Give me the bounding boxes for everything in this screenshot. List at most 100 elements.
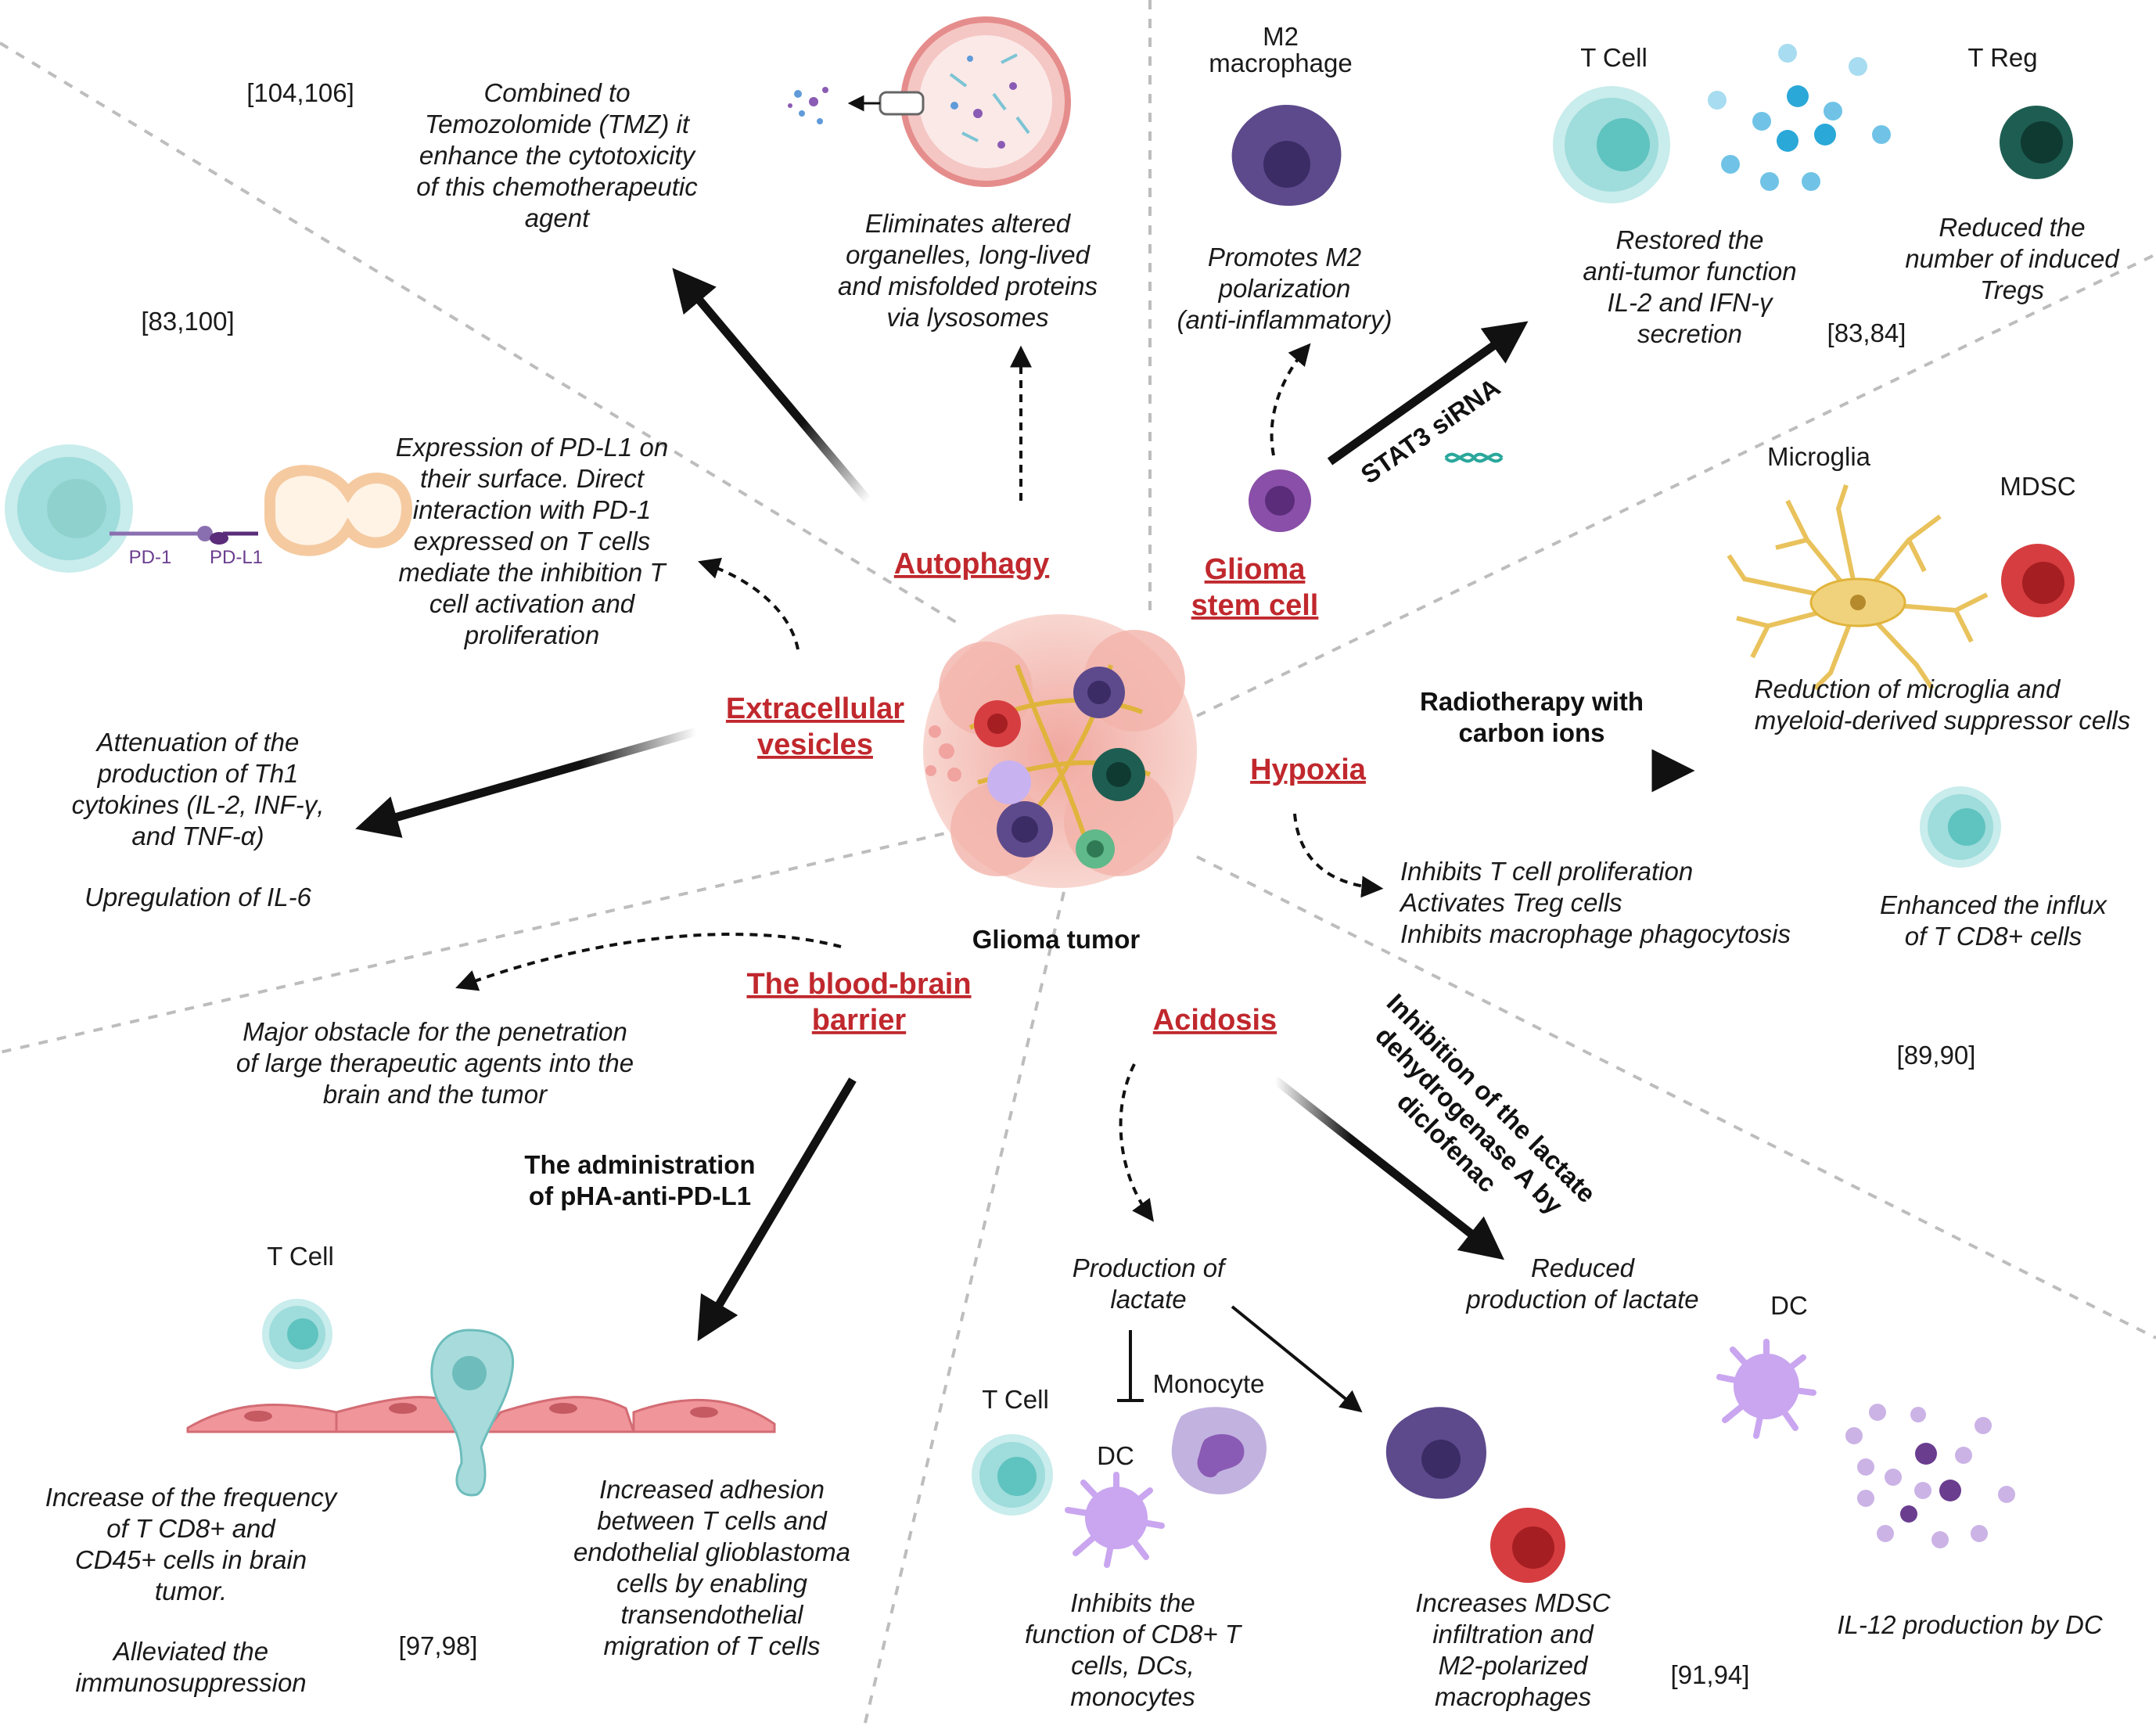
obstacle-text: Major obstacle for the penetration of la… — [236, 1017, 634, 1109]
pha-label-line2: of pHA-anti-PD-L1 — [529, 1181, 751, 1210]
radiotherapy-label-line2: carbon ions — [1458, 718, 1604, 747]
svg-text:Major obstacle for the penetra: Major obstacle for the penetration — [243, 1017, 627, 1046]
svg-text:Production of: Production of — [1073, 1253, 1227, 1282]
hypoxia-inhibits-arrow — [1293, 813, 1384, 898]
svg-text:Inhibits T cell proliferation: Inhibits T cell proliferation — [1400, 857, 1693, 886]
influx-text: Enhanced the influx of T CD8+ cells — [1880, 890, 2107, 951]
stem-tcell-icon — [1553, 86, 1670, 203]
svg-text:Alleviated the: Alleviated the — [112, 1637, 268, 1666]
svg-text:Activates Treg cells: Activates Treg cells — [1399, 888, 1622, 917]
ldh-label: Inhibition of the lactate dehydrogenase … — [1370, 988, 1601, 1220]
acidosis-dc-icon — [1065, 1472, 1165, 1568]
dc2-label: DC — [1770, 1291, 1808, 1320]
hub-acidosis: Acidosis — [1153, 1004, 1277, 1037]
stem-to-m2-arrow — [1270, 343, 1311, 456]
svg-text:CD45+ cells in brain: CD45+ cells in brain — [75, 1545, 307, 1574]
stem-tcell-text: Restored the anti-tumor function IL-2 an… — [1583, 225, 1796, 348]
svg-text:dehydrogenase A by: dehydrogenase A by — [1370, 1021, 1568, 1220]
m2-text: Promotes M2 polarization (anti-inflammat… — [1177, 243, 1392, 334]
glioma-stem-cell-icon — [1249, 469, 1311, 532]
hub-extracellular-vesicles-line2: vesicles — [757, 728, 873, 761]
svg-text:brain and the tumor: brain and the tumor — [323, 1080, 548, 1109]
svg-text:immunosuppression: immunosuppression — [75, 1668, 306, 1697]
svg-text:Reduced: Reduced — [1531, 1253, 1636, 1282]
svg-text:Inhibits the: Inhibits the — [1070, 1588, 1195, 1617]
acidosis-tcell-icon — [972, 1434, 1053, 1516]
il12-dots — [1845, 1404, 2015, 1548]
hypoxia-inhibits-text: Inhibits T cell proliferation Activates … — [1399, 857, 1791, 948]
svg-text:IL-2 and IFN-γ: IL-2 and IFN-γ — [1608, 288, 1774, 317]
acidosis-ldh-arrow — [1272, 1076, 1504, 1260]
ref-stem-cell: [83,84] — [1827, 318, 1906, 347]
m2-macrophage-icon — [1231, 104, 1342, 207]
th1-text: Attenuation of the production of Th1 cyt… — [72, 728, 325, 850]
ref-hypoxia: [89,90] — [1897, 1041, 1976, 1070]
svg-text:interaction with PD-1: interaction with PD-1 — [413, 495, 651, 524]
svg-text:cells by enabling: cells by enabling — [616, 1569, 808, 1598]
svg-text:agent: agent — [525, 203, 591, 232]
acidosis-production-arrow — [1119, 1063, 1154, 1222]
lysosome-text: Eliminates altered organelles, long-live… — [838, 209, 1098, 332]
hub-glioma-stem-cell-line1: Glioma — [1205, 553, 1306, 586]
acidosis-mdsc-icon — [1490, 1508, 1565, 1583]
mdsc-label: MDSC — [2000, 472, 2075, 501]
svg-text:Expression of PD-L1 on: Expression of PD-L1 on — [396, 433, 669, 462]
mdsc-text: Increases MDSC infiltration and M2-polar… — [1415, 1588, 1612, 1711]
svg-text:and misfolded proteins: and misfolded proteins — [838, 271, 1098, 300]
svg-text:Reduction of microglia and: Reduction of microglia and — [1755, 674, 2061, 703]
pdl1-label: PD-L1 — [210, 547, 263, 568]
svg-text:proliferation: proliferation — [464, 620, 599, 649]
adhesion-text: Increased adhesion between T cells and e… — [573, 1475, 850, 1660]
dna-icon — [1444, 452, 1504, 463]
treg-icon — [2000, 106, 2073, 179]
pd1-label: PD-1 — [129, 547, 172, 568]
hub-extracellular-vesicles-line1: Extracellular — [726, 692, 904, 725]
svg-text:between T cells and: between T cells and — [597, 1506, 828, 1535]
svg-text:Attenuation of the: Attenuation of the — [95, 728, 300, 757]
svg-text:of T CD8+ cells: of T CD8+ cells — [1905, 922, 2082, 951]
svg-text:production of Th1: production of Th1 — [97, 759, 299, 788]
lactate-macrophage-arrow — [1231, 1305, 1363, 1413]
svg-text:Reduced the: Reduced the — [1939, 213, 2085, 242]
hub-bbb-line1: The blood-brain — [746, 968, 971, 1001]
svg-text:migration of T cells: migration of T cells — [604, 1631, 821, 1660]
ref-vesicles: [83,100] — [141, 307, 234, 336]
acidosis-inhibits-text: Inhibits the function of CD8+ T cells, D… — [1025, 1588, 1243, 1711]
production-text: Production of lactate — [1073, 1253, 1227, 1314]
svg-text:Restored the: Restored the — [1616, 225, 1764, 254]
monocyte-icon — [1171, 1407, 1267, 1494]
m2-macrophage-label-line2: macrophage — [1209, 49, 1352, 77]
svg-text:infiltration and: infiltration and — [1432, 1620, 1594, 1649]
bbb-tcell-icon — [262, 1299, 332, 1369]
svg-text:mediate the inhibition T: mediate the inhibition T — [398, 558, 667, 587]
reduction-text: Reduction of microglia and myeloid-deriv… — [1755, 674, 2131, 735]
acidosis-dc-label: DC — [1097, 1441, 1134, 1470]
pha-label-line1: The administration — [524, 1150, 755, 1179]
svg-text:of T CD8+ and: of T CD8+ and — [106, 1514, 276, 1543]
pdl1-text: Expression of PD-L1 on their surface. Di… — [396, 433, 669, 649]
microglia-label: Microglia — [1767, 442, 1871, 471]
vesicles-th1-arrow — [355, 727, 698, 838]
svg-text:number of induced: number of induced — [1905, 244, 2120, 273]
svg-text:Promotes M2: Promotes M2 — [1208, 243, 1361, 271]
acidosis-macrophage-icon — [1385, 1407, 1486, 1499]
alleviate-text: Alleviated the immunosuppression — [75, 1637, 306, 1697]
svg-text:organelles, long-lived: organelles, long-lived — [846, 240, 1091, 269]
endothelium-illustration — [186, 1329, 776, 1497]
hub-bbb-line2: barrier — [812, 1004, 907, 1037]
svg-text:Tregs: Tregs — [1980, 275, 2044, 304]
svg-text:myeloid-derived suppressor cel: myeloid-derived suppressor cells — [1755, 706, 2131, 735]
svg-text:endothelial glioblastoma: endothelial glioblastoma — [573, 1537, 850, 1566]
cytokine-dots — [1708, 44, 1891, 191]
svg-text:macrophages: macrophages — [1435, 1682, 1591, 1711]
m2-macrophage-label-line1: M2 — [1263, 22, 1299, 51]
svg-text:Eliminates altered: Eliminates altered — [865, 209, 1072, 238]
svg-text:Increases MDSC: Increases MDSC — [1415, 1588, 1612, 1617]
svg-text:via lysosomes: via lysosomes — [886, 303, 1048, 332]
svg-text:tumor.: tumor. — [155, 1577, 227, 1606]
il6-text: Upregulation of IL-6 — [84, 883, 311, 912]
svg-text:and TNF-α): and TNF-α) — [131, 822, 264, 850]
svg-text:Temozolomide (TMZ) it: Temozolomide (TMZ) it — [425, 110, 691, 138]
dc2-icon — [1716, 1339, 1816, 1439]
